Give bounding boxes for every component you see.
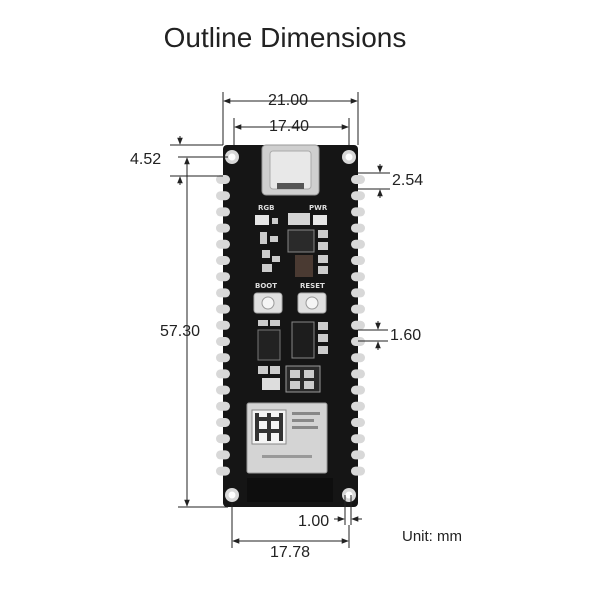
boot-button	[253, 292, 283, 314]
smd-components-middle	[257, 320, 328, 393]
pin-pad	[216, 418, 230, 427]
pcb-board: RGB PWR BOOT RESET	[216, 144, 365, 507]
boot-label: BOOT	[255, 282, 277, 290]
pin-pad	[351, 369, 365, 379]
pin-pad	[351, 466, 365, 476]
rgb-label: RGB	[258, 204, 274, 212]
pin-pad	[216, 466, 230, 476]
pin-pad	[216, 272, 230, 282]
pin-pad	[216, 434, 230, 444]
pin-pad	[351, 207, 365, 217]
page-title: Outline Dimensions	[163, 22, 407, 53]
qr-code-mark	[255, 413, 283, 441]
wireless-module	[246, 402, 328, 474]
pin-pad	[216, 223, 230, 233]
pin-pad	[351, 272, 365, 282]
dimension-lines	[170, 92, 390, 548]
pin-pad	[216, 401, 230, 411]
usb-c-connector	[261, 144, 320, 196]
pin-pad	[216, 207, 230, 217]
right-pin-pads	[351, 175, 365, 476]
pin-pad	[216, 288, 230, 298]
dim-pad-offset: 1.00	[298, 513, 330, 530]
pin-pad	[216, 353, 230, 363]
pin-pad	[216, 337, 230, 346]
pin-pad	[351, 320, 365, 330]
pin-pad	[216, 304, 230, 314]
pin-pad	[351, 385, 365, 395]
pin-pad	[351, 239, 365, 249]
pwr-label: PWR	[309, 204, 328, 212]
pin-pad	[216, 239, 230, 249]
pin-pad	[351, 175, 365, 184]
pin-pad	[216, 450, 230, 460]
pin-pad	[216, 385, 230, 395]
pin-pad	[351, 256, 365, 265]
pin-pad	[351, 223, 365, 233]
dim-pin-pitch: 2.54	[392, 172, 424, 189]
pin-pad	[216, 175, 230, 184]
dim-hole-spacing: 17.78	[270, 544, 311, 561]
unit-label: Unit: mm	[402, 528, 462, 545]
pin-pad	[351, 450, 365, 460]
pin-pad	[351, 401, 365, 411]
pin-pad	[216, 256, 230, 265]
dim-overall-width: 21.00	[268, 92, 309, 109]
pin-pad	[351, 191, 365, 201]
dim-top-hole-offset: 4.52	[130, 151, 162, 168]
pin-pad	[216, 320, 230, 330]
pin-pad	[216, 369, 230, 379]
left-pin-pads	[216, 175, 230, 476]
pin-pad	[351, 353, 365, 363]
pin-pad	[351, 288, 365, 298]
dim-usb-width: 17.40	[269, 118, 310, 135]
dim-length: 57.30	[160, 323, 201, 340]
smd-components-top	[255, 213, 328, 277]
pin-pad	[351, 418, 365, 427]
pin-pad	[351, 304, 365, 314]
reset-button	[297, 292, 327, 314]
reset-label: RESET	[300, 282, 325, 290]
dim-pad-width: 1.60	[390, 327, 422, 344]
pin-pad	[351, 434, 365, 444]
pin-pad	[216, 191, 230, 201]
